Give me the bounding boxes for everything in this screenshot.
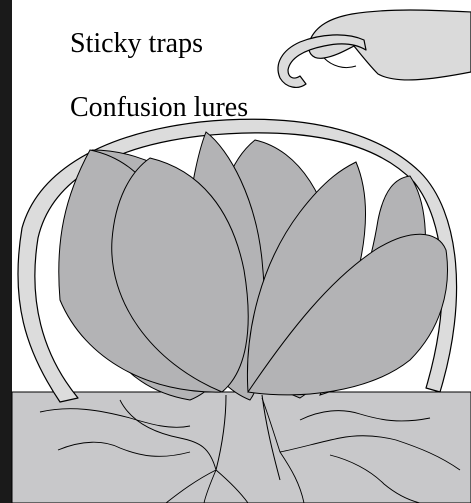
confusion-lures-label: Confusion lures [70, 94, 248, 122]
sticky-traps-label: Sticky traps [70, 30, 203, 58]
left-border [0, 0, 12, 503]
lure-icon [278, 35, 366, 87]
